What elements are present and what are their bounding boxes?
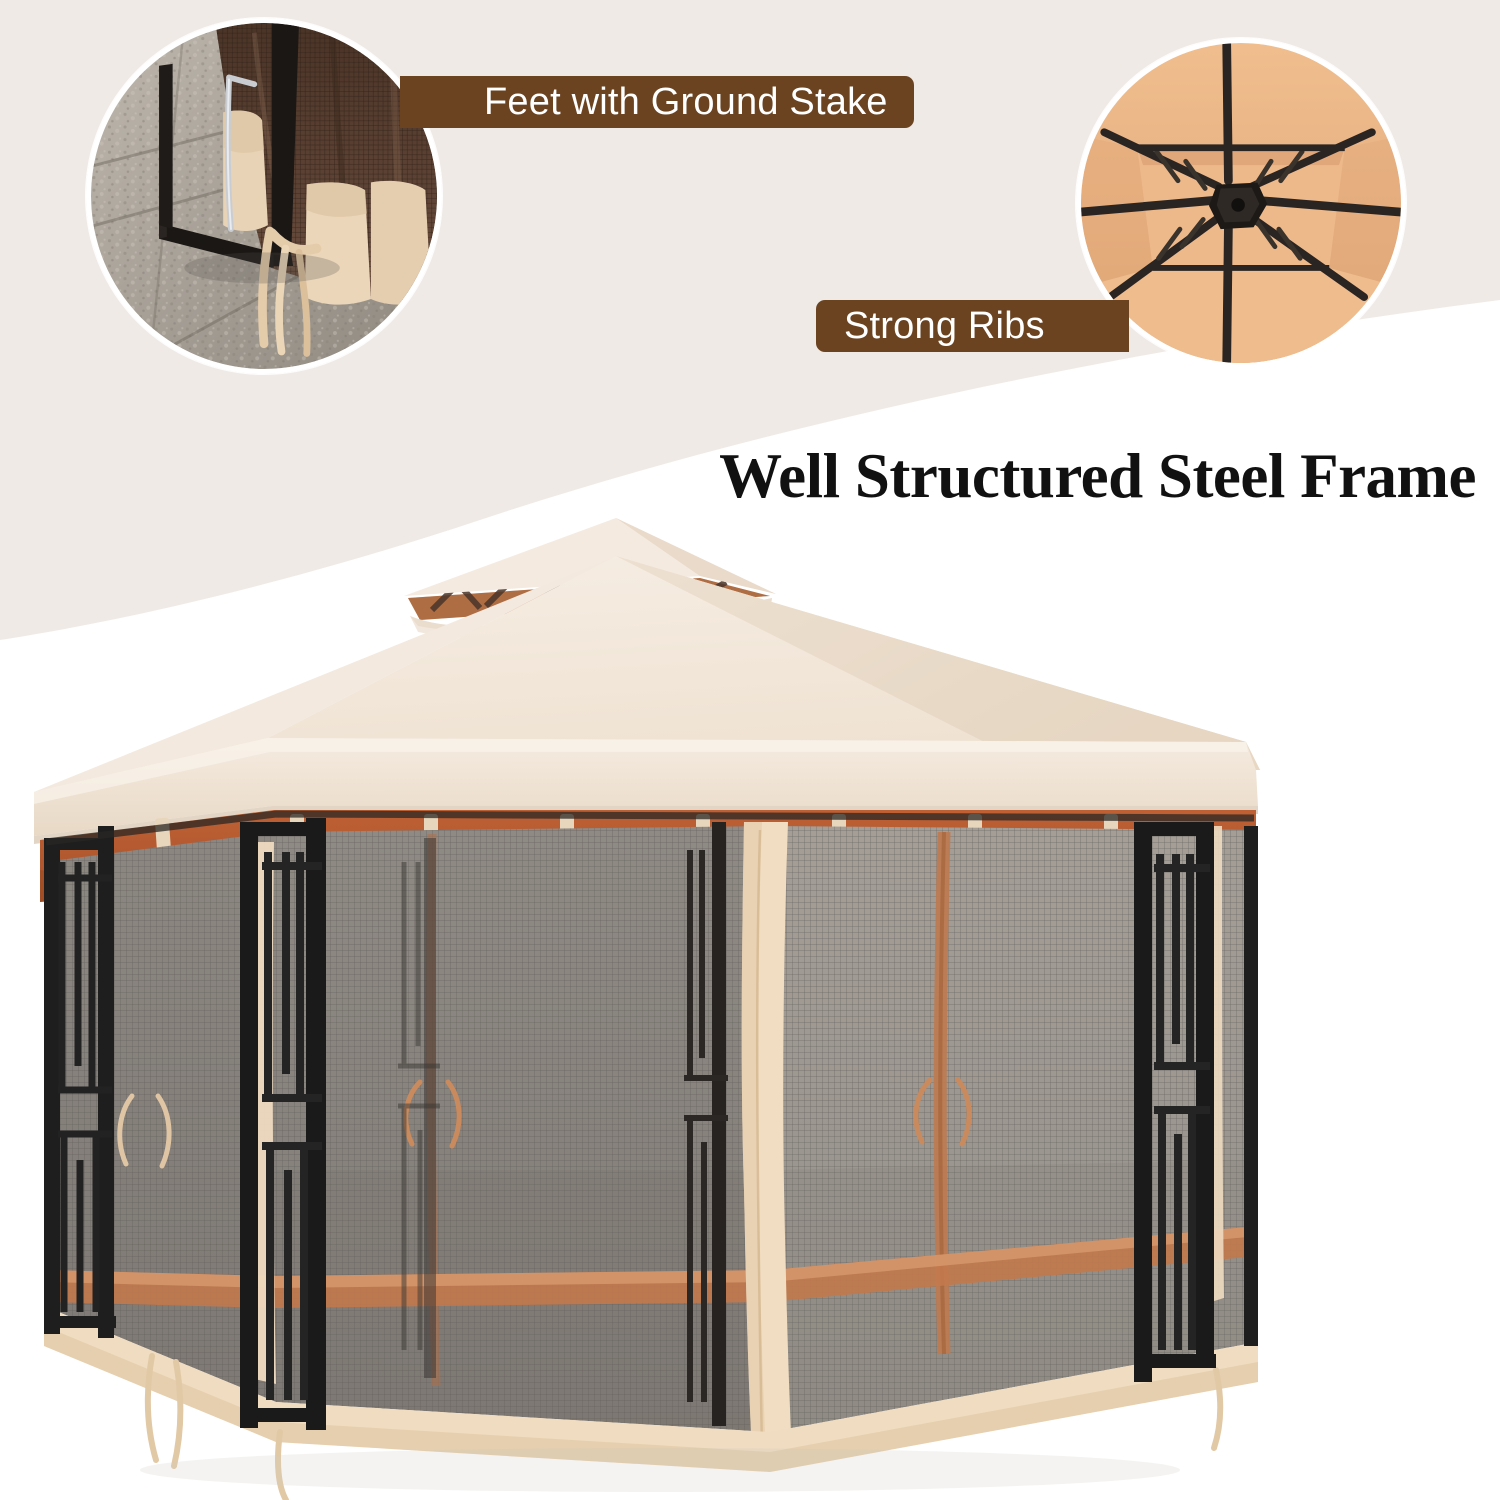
strong-ribs-photo <box>1076 38 1406 368</box>
feet-with-ground-stake-photo <box>86 18 442 374</box>
badge-feet-with-ground-stake: Feet with Ground Stake <box>400 76 914 128</box>
badge-feet-label: Feet with Ground Stake <box>484 80 888 123</box>
badge-ribs-label: Strong Ribs <box>844 304 1045 347</box>
page-title: Well Structured Steel Frame <box>719 441 1476 511</box>
gazebo-product-image <box>0 470 1500 1500</box>
badge-strong-ribs: Strong Ribs <box>816 300 1129 352</box>
